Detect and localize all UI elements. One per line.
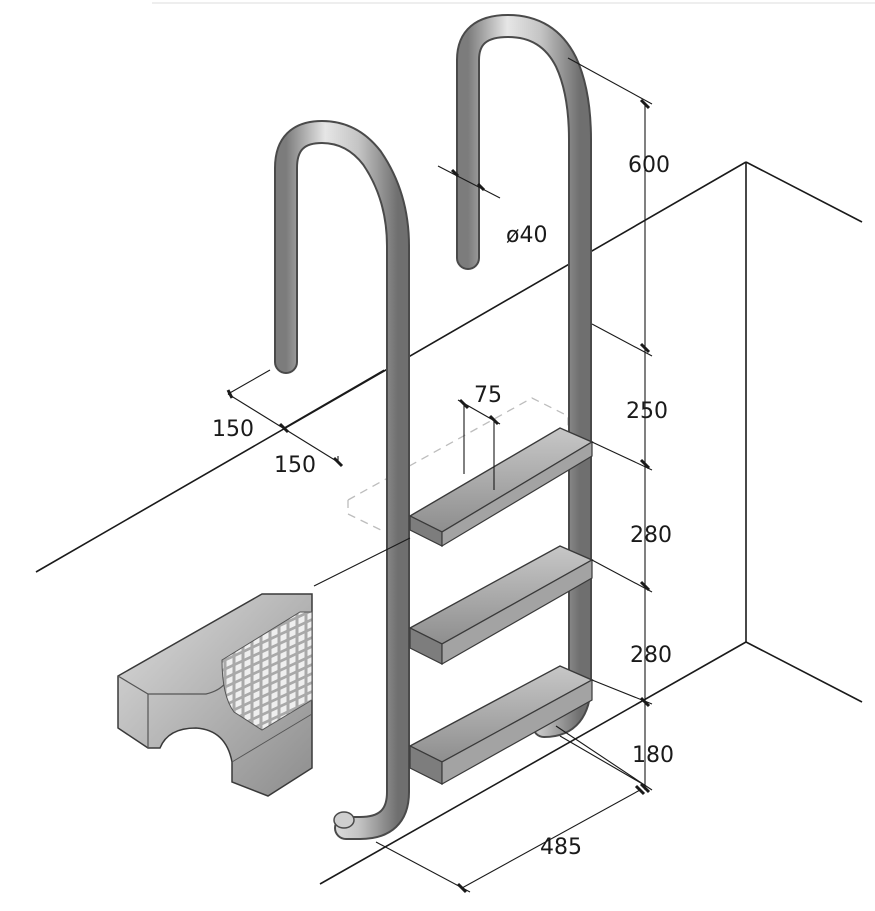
step-2 (408, 545, 594, 666)
label-tube-diameter: ø40 (506, 223, 547, 248)
ladder-steps (408, 427, 594, 786)
detail-leader (313, 537, 411, 587)
step-1 (408, 427, 594, 548)
label-bottom-clearance: 180 (632, 743, 674, 768)
width-dimension (375, 735, 647, 894)
label-anchor-offset-2: 150 (274, 453, 316, 478)
pool-outline (35, 161, 863, 885)
label-step-spacing-low: 280 (630, 643, 672, 668)
label-step-depth: 75 (474, 383, 502, 408)
label-ladder-width: 485 (540, 835, 582, 860)
vertical-dimensions (555, 57, 653, 794)
step-detail-block (117, 593, 313, 797)
diameter-dimension (437, 165, 501, 199)
anchor-dimensions (226, 369, 385, 468)
label-step-spacing-mid: 280 (630, 523, 672, 548)
step-depth-dimension (457, 398, 501, 490)
label-anchor-offset-1: 150 (212, 417, 254, 442)
label-step-spacing-top: 250 (626, 399, 668, 424)
left-handrail (274, 120, 410, 840)
step-3 (408, 665, 594, 786)
label-handrail-height: 600 (628, 153, 670, 178)
